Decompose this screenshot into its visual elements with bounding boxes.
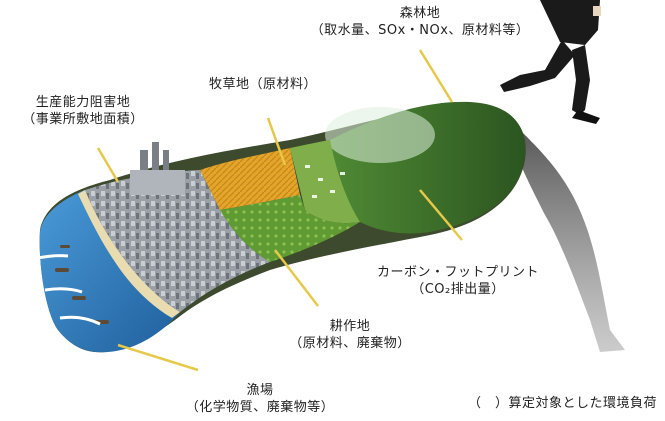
forest-label: 森林地 （取水量、SOx・NOx、原材料等） [300,5,540,39]
fishing-ground-label-title: 漁場 [246,383,274,398]
walking-person-icon [500,0,601,124]
pasture-area [200,148,300,210]
cropland-label: 耕作地 （原材料、廃棄物） [280,318,420,352]
pasture-label-title: 牧草地（原材料） [208,77,317,92]
livestock-dots [305,165,345,198]
toe-gaps [37,254,101,326]
built-land-label: 生産能力阻害地 （事業所敷地面積） [8,94,158,128]
fishing-ground-label-sub: （化学物質、廃棄物等） [185,400,335,415]
cropland-label-sub: （原材料、廃棄物） [289,336,411,351]
leader-lines [96,49,463,372]
pasture-label: 牧草地（原材料） [188,76,338,93]
carbon-footprint-label: カーボン・フットプリント （CO₂排出量） [368,264,548,298]
forest-label-sub: （取水量、SOx・NOx、原材料等） [310,23,530,38]
grazing-area [290,140,360,224]
built-land-label-sub: （事業所敷地面積） [22,112,144,127]
fishing-ground-label: 漁場 （化学物質、廃棄物等） [170,382,350,416]
carbon-footprint-label-sub: （CO₂排出量） [411,282,505,297]
built-land-area [85,170,270,312]
beach-strip [78,190,180,318]
factory-icon [130,142,185,195]
cropland-label-title: 耕作地 [329,319,371,334]
carbon-footprint-label-title: カーボン・フットプリント [376,265,539,280]
person-shadow [515,130,625,352]
fishing-ground-area [39,190,181,353]
legend-note-text: （ ）算定対象とした環境負荷 [467,396,657,411]
mist-overlay [325,107,435,163]
forest-label-title: 森林地 [399,6,441,21]
built-land-label-title: 生産能力阻害地 [35,95,131,110]
cropland-area [220,195,360,262]
legend-note: （ ）算定対象とした環境負荷 [432,395,657,412]
